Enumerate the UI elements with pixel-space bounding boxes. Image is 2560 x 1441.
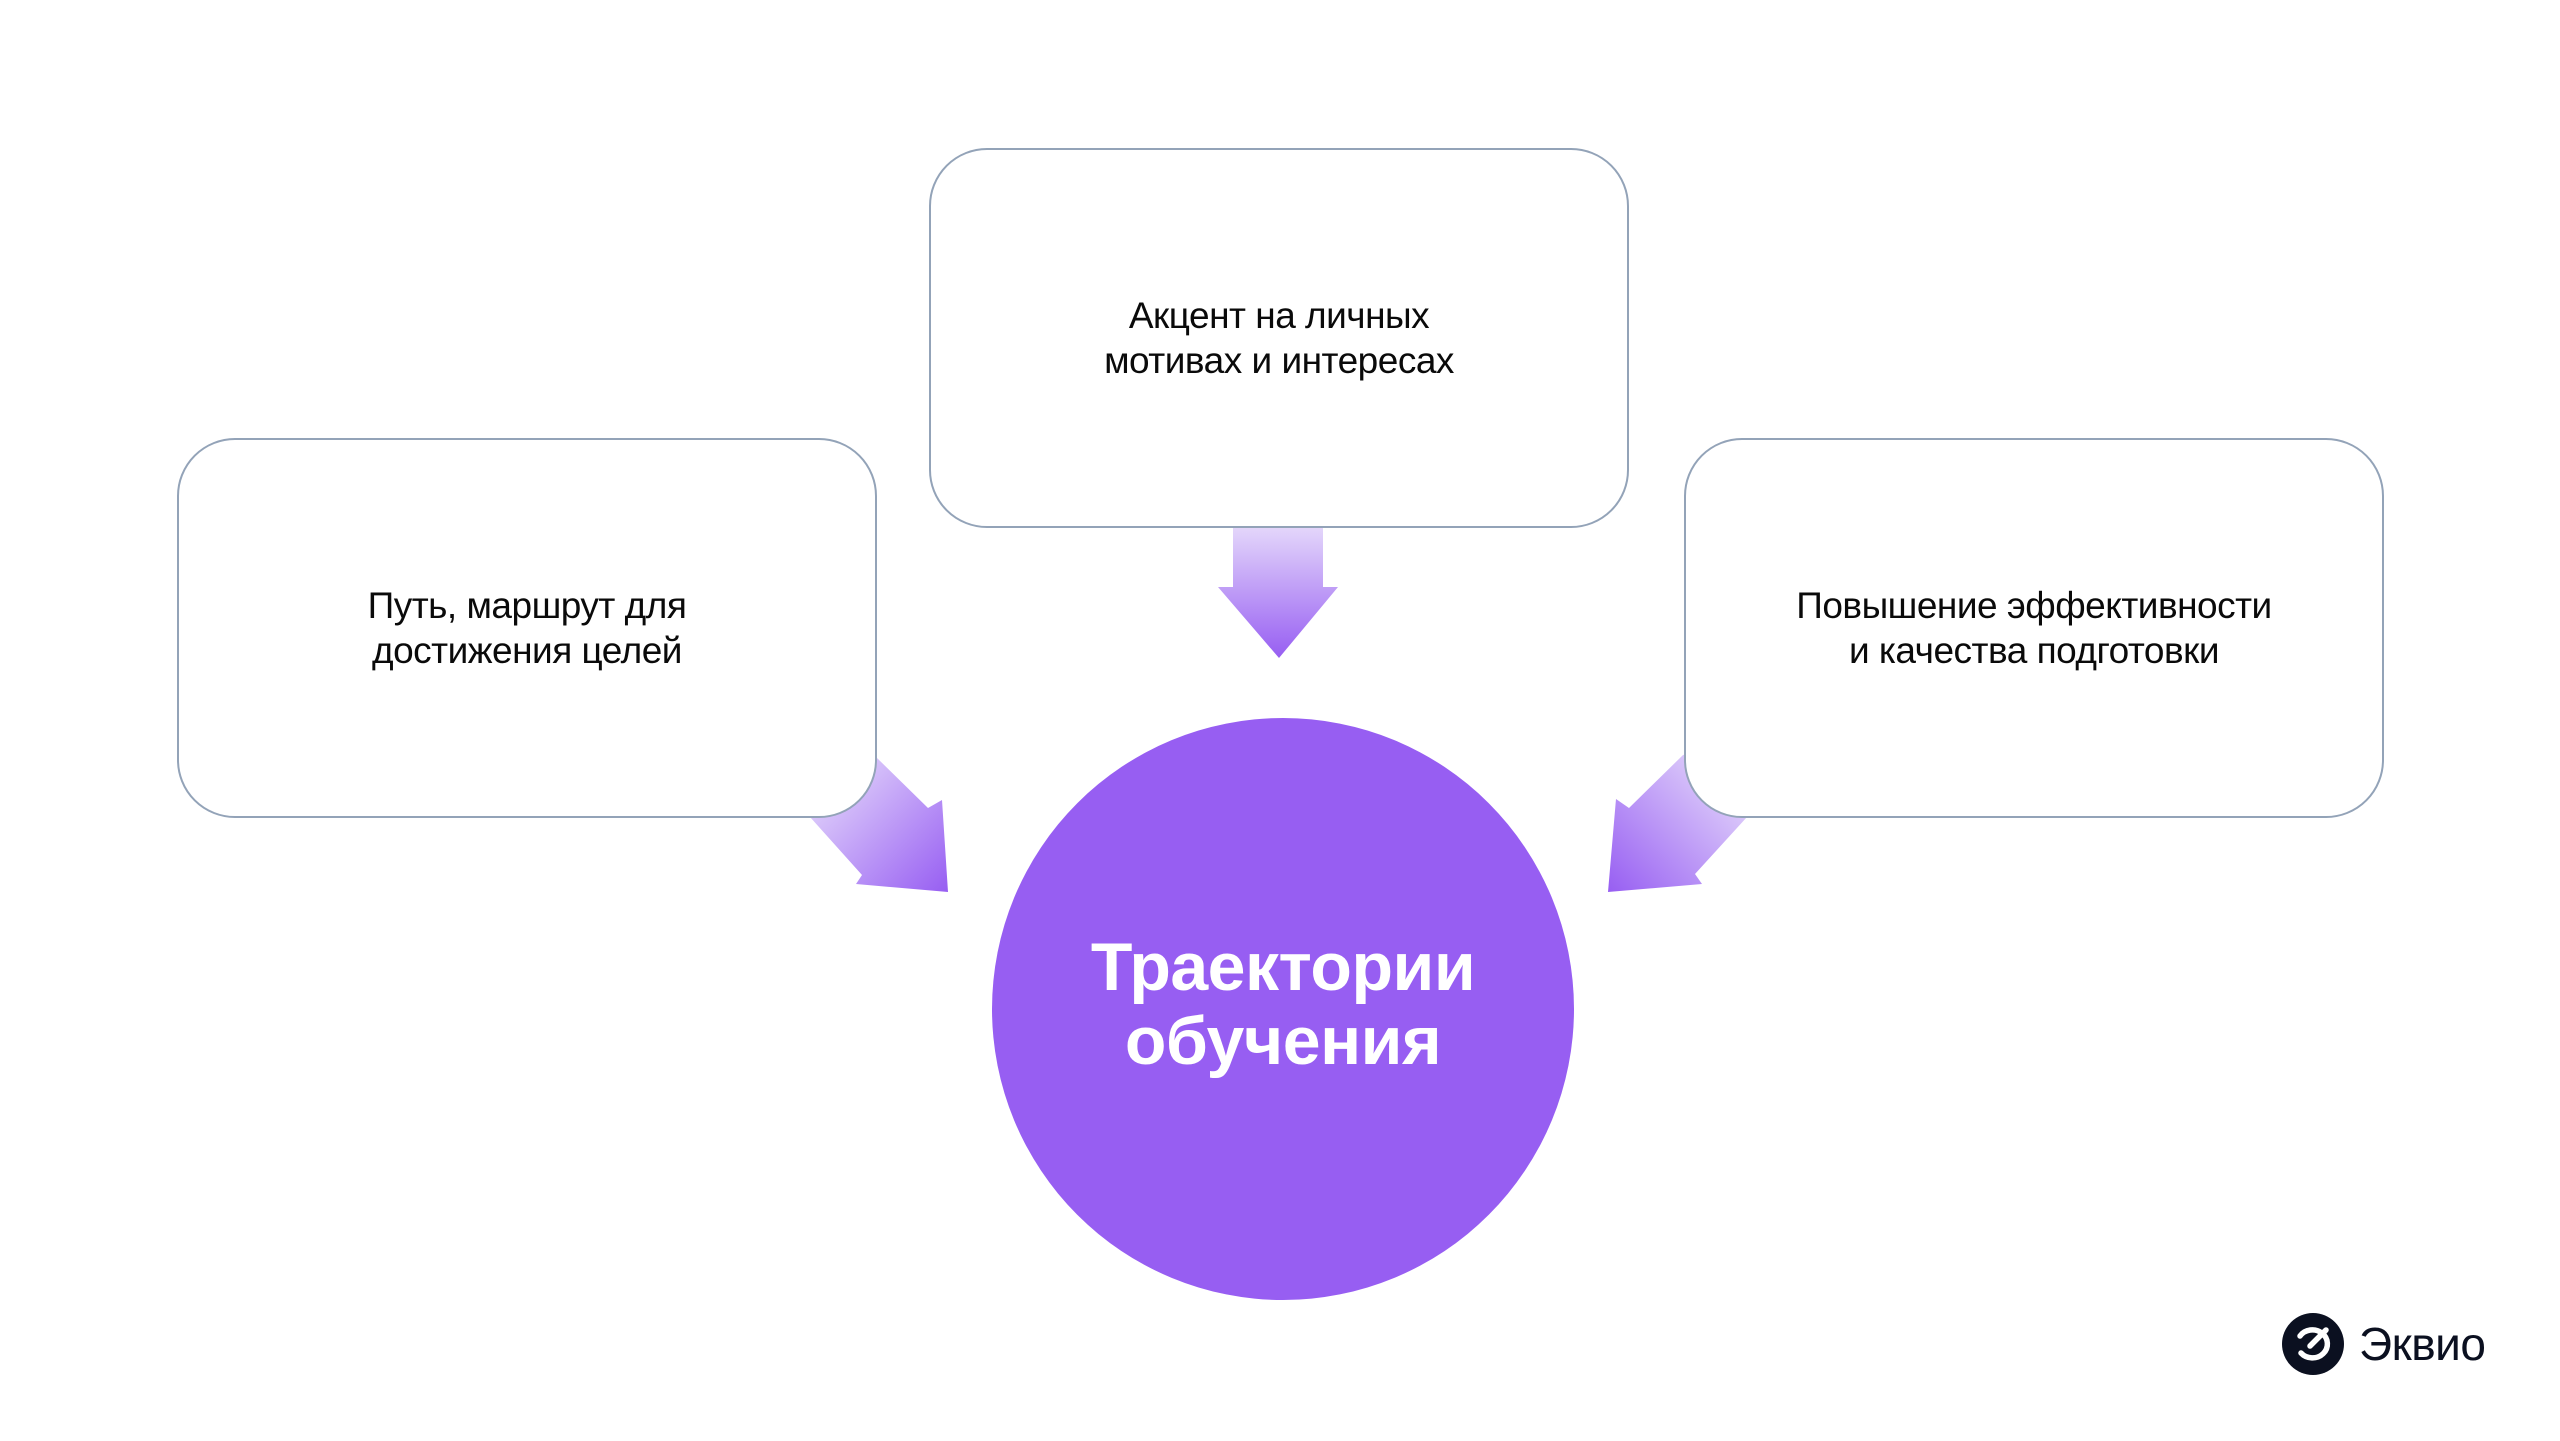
node-box-right: Повышение эффективности и качества подго…: [1684, 438, 2384, 818]
brand-logo: Эквио: [2281, 1312, 2486, 1376]
brand-name: Эквио: [2359, 1318, 2486, 1370]
center-hub-circle: Траектории обучения: [992, 718, 1574, 1300]
center-hub-title: Траектории обучения: [1090, 929, 1476, 1079]
eqvio-logo-icon: [2282, 1313, 2344, 1375]
node-label-left: Путь, маршрут для достижения целей: [367, 585, 687, 671]
node-box-left: Путь, маршрут для достижения целей: [177, 438, 877, 818]
node-label-right: Повышение эффективности и качества подго…: [1796, 585, 2272, 671]
node-label-top: Акцент на личных мотивах и интересах: [1104, 295, 1454, 381]
node-box-top: Акцент на личных мотивах и интересах: [929, 148, 1629, 528]
arrow-top-to-center: [1218, 520, 1338, 658]
